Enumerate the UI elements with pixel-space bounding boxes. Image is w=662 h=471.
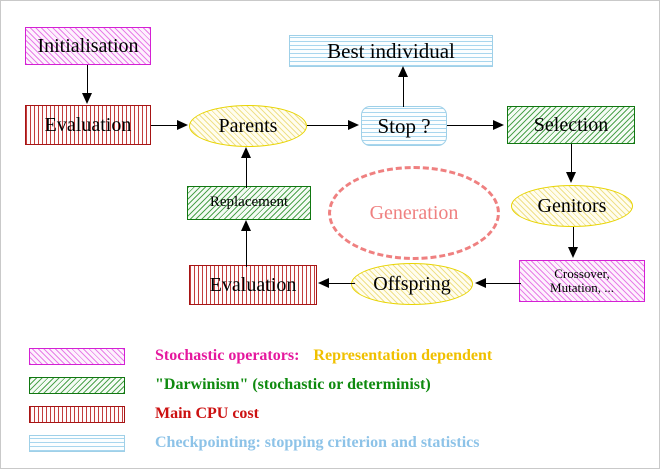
edge-genitors-crossover-arrow	[567, 247, 578, 258]
node-crossover-mutation[interactable]: Crossover, Mutation, ...	[519, 260, 645, 302]
node-offspring[interactable]: Offspring	[351, 263, 473, 305]
edge-stop-selection-arrow	[493, 120, 504, 130]
legend-swatch-red-icon	[29, 405, 125, 423]
node-best-individual[interactable]: Best individual	[289, 35, 493, 67]
legend-swatch-green-icon	[29, 376, 125, 394]
edge-evaluation-parents-arrow	[177, 120, 188, 130]
node-stop[interactable]: Stop ?	[361, 106, 447, 146]
node-evaluation-bottom[interactable]: Evaluation	[189, 265, 317, 305]
edge-replacement-parents-line	[246, 156, 248, 188]
edge-selection-genitors-arrow	[565, 172, 576, 183]
node-selection[interactable]: Selection	[507, 106, 635, 144]
edge-selection-genitors-line	[571, 144, 573, 174]
node-generation: Generation	[328, 166, 500, 260]
edge-offspring-evaluation-arrow	[318, 278, 329, 288]
legend-swatch-blue-icon	[29, 434, 125, 452]
legend-label-extra: Representation dependent	[313, 347, 493, 364]
node-parents[interactable]: Parents	[189, 105, 307, 147]
node-replacement[interactable]: Replacement	[187, 186, 311, 220]
edge-initialisation-evaluation-arrow	[81, 93, 92, 104]
legend: Stochastic operators: Representation dep…	[1, 331, 662, 461]
legend-label: Main CPU cost	[155, 405, 259, 422]
edge-evaluation-replacement-line	[246, 229, 248, 267]
legend-label: "Darwinism" (stochastic or determinist)	[155, 376, 431, 393]
edge-stop-selection-line	[447, 125, 493, 127]
edge-genitors-crossover-line	[573, 227, 575, 249]
edge-initialisation-evaluation-line	[87, 65, 89, 95]
edge-crossover-offspring-line	[485, 283, 521, 285]
legend-label: Checkpointing: stopping criterion and st…	[155, 434, 480, 451]
legend-row: Stochastic operators: Representation dep…	[29, 343, 492, 369]
edge-stop-best-arrow	[398, 66, 408, 77]
edge-stop-best-line	[403, 75, 405, 107]
edge-replacement-parents-arrow	[241, 147, 251, 158]
legend-row: Main CPU cost	[29, 401, 259, 427]
edge-offspring-evaluation-line	[329, 283, 355, 285]
edge-parents-stop-line	[307, 125, 349, 127]
legend-label: Stochastic operators:	[155, 347, 300, 364]
legend-swatch-magenta-icon	[29, 347, 125, 365]
edge-parents-stop-arrow	[348, 120, 359, 130]
node-initialisation[interactable]: Initialisation	[25, 27, 151, 65]
legend-row: "Darwinism" (stochastic or determinist)	[29, 372, 431, 398]
node-genitors[interactable]: Genitors	[511, 185, 633, 227]
edge-crossover-offspring-arrow	[475, 278, 486, 288]
edge-evaluation-parents-line	[151, 125, 179, 127]
node-evaluation-top[interactable]: Evaluation	[25, 105, 151, 145]
edge-evaluation-replacement-arrow	[241, 220, 251, 231]
legend-row: Checkpointing: stopping criterion and st…	[29, 430, 479, 456]
